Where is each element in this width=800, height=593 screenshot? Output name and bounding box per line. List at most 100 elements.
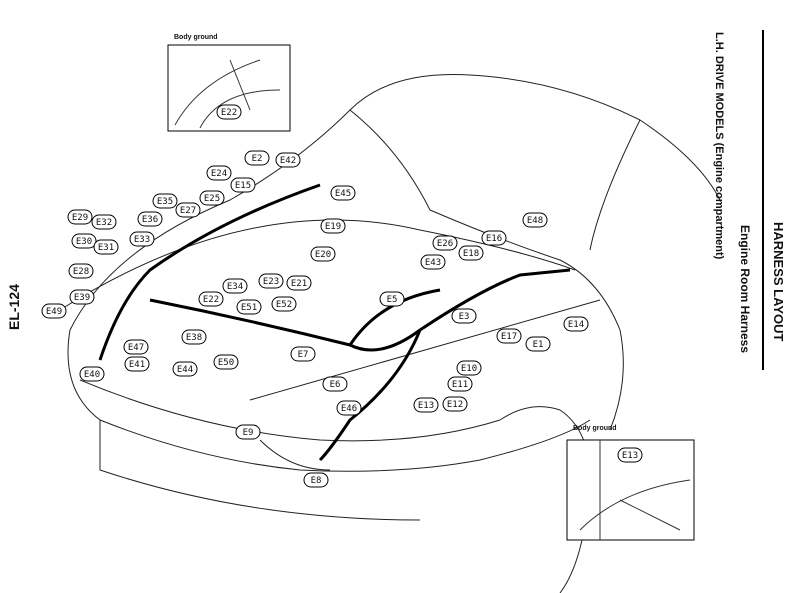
svg-text:E30: E30 [76, 237, 92, 247]
svg-text:E22: E22 [221, 108, 237, 118]
svg-text:E23: E23 [263, 277, 279, 287]
connector-label-e7: E7 [290, 346, 316, 362]
svg-text:E16: E16 [486, 234, 502, 244]
svg-text:E9: E9 [243, 428, 254, 438]
svg-text:E47: E47 [128, 343, 144, 353]
svg-text:E33: E33 [134, 235, 150, 245]
svg-text:E13: E13 [622, 451, 638, 461]
connector-label-e45: E45 [330, 185, 356, 201]
connector-label-e35: E35 [152, 193, 178, 209]
connector-label-e22: E22 [198, 291, 224, 307]
connector-label-e29: E29 [67, 209, 93, 225]
connector-label-e49: E49 [41, 303, 67, 319]
connector-label-e41: E41 [124, 356, 150, 372]
svg-text:E13: E13 [418, 401, 434, 411]
svg-text:E35: E35 [157, 197, 173, 207]
svg-text:E14: E14 [568, 320, 584, 330]
connector-label-e13: E13 [617, 447, 643, 463]
svg-text:E21: E21 [291, 279, 307, 289]
svg-text:E25: E25 [204, 194, 220, 204]
connector-label-e18: E18 [458, 245, 484, 261]
connector-label-e20: E20 [310, 246, 336, 262]
connector-label-e47: E47 [123, 339, 149, 355]
connector-label-e8: E8 [303, 472, 329, 488]
connector-label-e26: E26 [432, 235, 458, 251]
page-number: EL-124 [6, 284, 22, 330]
svg-text:E39: E39 [74, 293, 90, 303]
svg-text:E44: E44 [177, 365, 193, 375]
connector-label-e33: E33 [129, 231, 155, 247]
connector-label-e23: E23 [258, 273, 284, 289]
svg-text:E10: E10 [461, 364, 477, 374]
connector-label-e5: E5 [379, 291, 405, 307]
connector-label-e36: E36 [137, 211, 163, 227]
svg-text:E17: E17 [501, 332, 517, 342]
svg-text:E8: E8 [311, 476, 322, 486]
connector-label-e16: E16 [481, 230, 507, 246]
connector-label-e31: E31 [93, 239, 119, 255]
connector-label-e10: E10 [456, 360, 482, 376]
svg-text:E52: E52 [276, 300, 292, 310]
svg-text:E48: E48 [527, 216, 543, 226]
connector-label-e14: E14 [563, 316, 589, 332]
svg-text:E31: E31 [98, 243, 114, 253]
subtitle: Engine Room Harness [738, 225, 752, 354]
connector-label-e40: E40 [79, 366, 105, 382]
model-title: L.H. DRIVE MODELS (Engine compartment) [713, 32, 725, 260]
svg-text:E46: E46 [341, 404, 357, 414]
svg-text:E38: E38 [186, 333, 202, 343]
section-title: HARNESS LAYOUT [771, 222, 786, 342]
title-rule [762, 30, 764, 370]
connector-label-e22: E22 [216, 104, 242, 120]
svg-text:E19: E19 [325, 222, 341, 232]
connector-label-e21: E21 [286, 275, 312, 291]
svg-text:E18: E18 [463, 249, 479, 259]
connector-label-e12: E12 [442, 396, 468, 412]
svg-text:E34: E34 [227, 282, 243, 292]
connector-label-e51: E51 [236, 299, 262, 315]
connector-label-e15: E15 [230, 177, 256, 193]
svg-text:E22: E22 [203, 295, 219, 305]
inset-caption-1: Body ground [174, 34, 218, 41]
connector-label-e6: E6 [322, 376, 348, 392]
connector-label-e46: E46 [336, 400, 362, 416]
connector-label-e50: E50 [213, 354, 239, 370]
svg-text:E12: E12 [447, 400, 463, 410]
connector-label-e1: E1 [525, 336, 551, 352]
svg-text:E45: E45 [335, 189, 351, 199]
connector-label-e28: E28 [68, 263, 94, 279]
connector-label-e42: E42 [275, 152, 301, 168]
connector-label-e32: E32 [91, 214, 117, 230]
connector-label-e19: E19 [320, 218, 346, 234]
svg-text:E51: E51 [241, 303, 257, 313]
svg-text:E24: E24 [211, 169, 227, 179]
connector-label-e2: E2 [244, 150, 270, 166]
svg-text:E7: E7 [298, 350, 309, 360]
connector-label-e52: E52 [271, 296, 297, 312]
connector-label-e9: E9 [235, 424, 261, 440]
harness-wires [98, 183, 571, 462]
connector-label-e34: E34 [222, 278, 248, 294]
connector-label-e27: E27 [175, 202, 201, 218]
svg-text:E1: E1 [533, 340, 544, 350]
svg-text:E26: E26 [437, 239, 453, 249]
connector-label-e48: E48 [522, 212, 548, 228]
svg-text:E20: E20 [315, 250, 331, 260]
svg-text:E3: E3 [459, 312, 470, 322]
svg-text:E2: E2 [252, 154, 263, 164]
connector-label-e38: E38 [181, 329, 207, 345]
svg-text:E32: E32 [96, 218, 112, 228]
svg-text:E6: E6 [330, 380, 341, 390]
svg-text:E29: E29 [72, 213, 88, 223]
connector-label-e39: E39 [69, 289, 95, 305]
connector-label-e30: E30 [71, 233, 97, 249]
inset-caption-2: Body ground [573, 425, 617, 432]
svg-text:E43: E43 [425, 258, 441, 268]
connector-label-e43: E43 [420, 254, 446, 270]
svg-text:E11: E11 [452, 380, 468, 390]
svg-text:E36: E36 [142, 215, 158, 225]
svg-text:E42: E42 [280, 156, 296, 166]
connector-label-e44: E44 [172, 361, 198, 377]
svg-text:E15: E15 [235, 181, 251, 191]
